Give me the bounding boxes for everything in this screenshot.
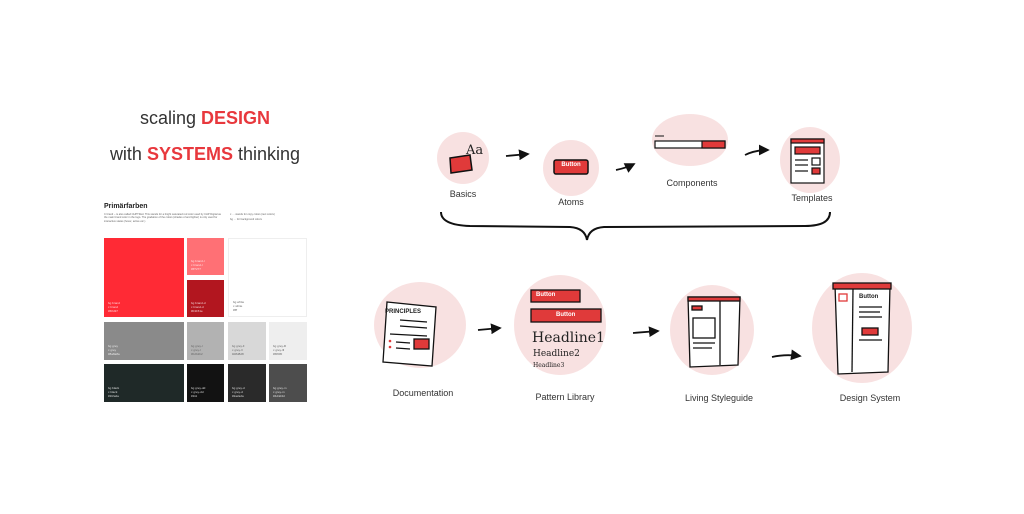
swatch-label: bg grey-d c grey-d #2a2a2a: [232, 386, 245, 398]
headline-line-2: with SYSTEMS thinking: [60, 144, 350, 165]
pattern-headline-2: Headline2: [533, 349, 580, 359]
documentation-icon: [382, 301, 437, 367]
swatch-label: bg brand-d c brand-d #b3151e: [191, 301, 206, 313]
label-documentation: Documentation: [392, 388, 454, 398]
color-swatch: bg grey-dd c grey-dd #111: [187, 364, 224, 402]
templates-icon: [790, 138, 825, 184]
swatch-label: bg grey-m c grey-m #4d4d4d: [273, 386, 287, 398]
watercolor-blobs: [374, 114, 912, 383]
pattern-headline-3: Headline3: [533, 362, 565, 369]
color-swatch: bg brand-d c brand-d #b3151e: [187, 280, 224, 317]
color-swatch: bg grey-lll c grey-lll #f0f0f0: [269, 322, 307, 360]
design-system-button-text: Button: [859, 294, 879, 300]
color-swatch: bg grey c grey #8a8a8a: [104, 322, 184, 360]
palette-legend-c: c … stands for copy colors (text colors): [230, 213, 275, 216]
swatch-label: bg white c white #fff: [233, 300, 245, 312]
pattern-button-2: Button: [556, 312, 576, 318]
label-pattern-library: Pattern Library: [535, 392, 595, 402]
swatch-label: bg brand-l c brand-l #ff7277: [191, 259, 205, 271]
color-swatch: bg brand-l c brand-l #ff7277: [187, 238, 224, 275]
components-search-icon: [654, 135, 726, 149]
curly-brace: [440, 211, 831, 241]
color-swatch: bg grey-l c grey-l #b2b2b2: [187, 322, 224, 360]
headline-text: thinking: [238, 144, 301, 164]
label-components: Components: [666, 178, 718, 188]
color-swatch: bg grey-ll c grey-ll #d8d8d8: [228, 322, 266, 360]
color-swatch: bg black c black #1f2a2a: [104, 364, 184, 402]
living-styleguide-icon: [687, 296, 741, 368]
palette-legend-bg: bg … for background colors: [230, 218, 262, 221]
headline-accent: SYSTEMS: [146, 144, 233, 164]
label-templates: Templates: [791, 193, 833, 203]
doc-heading: Principles: [385, 309, 422, 315]
color-swatch: bg grey-d c grey-d #2a2a2a: [228, 364, 266, 402]
swatch-label: bg grey-lll c grey-lll #f0f0f0: [273, 344, 287, 356]
atoms-button-icon: [553, 159, 589, 175]
color-swatch: bg brand c brand #ff2d37: [104, 238, 184, 317]
pattern-headline-1: Headline1: [532, 330, 605, 346]
swatch-label: bg black c black #1f2a2a: [108, 386, 120, 398]
basics-glyph: Aa: [466, 143, 484, 158]
headline-text: scaling: [139, 108, 196, 128]
headline-text: with: [109, 144, 142, 164]
label-atoms: Atoms: [558, 197, 584, 207]
headline-accent: DESIGN: [201, 108, 271, 128]
headline-line-1: scaling DESIGN: [60, 108, 350, 129]
design-system-icon: [832, 282, 892, 375]
swatch-label: bg grey-l c grey-l #b2b2b2: [191, 344, 203, 356]
swatch-label: bg brand c brand #ff2d37: [108, 301, 120, 313]
arrows: [477, 144, 802, 361]
palette-title: Primärfarben: [104, 203, 148, 210]
label-design-system: Design System: [839, 393, 901, 403]
pattern-library-icon: [530, 289, 602, 323]
pattern-button-1: Button: [536, 292, 556, 298]
label-living-styleguide: Living Styleguide: [684, 393, 754, 403]
palette-description: C brand – is also called CHPTRed. This s…: [104, 213, 221, 223]
color-swatch: bg grey-m c grey-m #4d4d4d: [269, 364, 307, 402]
swatch-label: bg grey-dd c grey-dd #111: [191, 386, 206, 398]
color-swatch: bg white c white #fff: [228, 238, 307, 317]
atoms-button-text: Button: [561, 162, 581, 168]
swatch-label: bg grey c grey #8a8a8a: [108, 344, 120, 356]
swatch-label: bg grey-ll c grey-ll #d8d8d8: [232, 344, 245, 356]
basics-icon: [449, 154, 473, 174]
label-basics: Basics: [449, 189, 477, 199]
